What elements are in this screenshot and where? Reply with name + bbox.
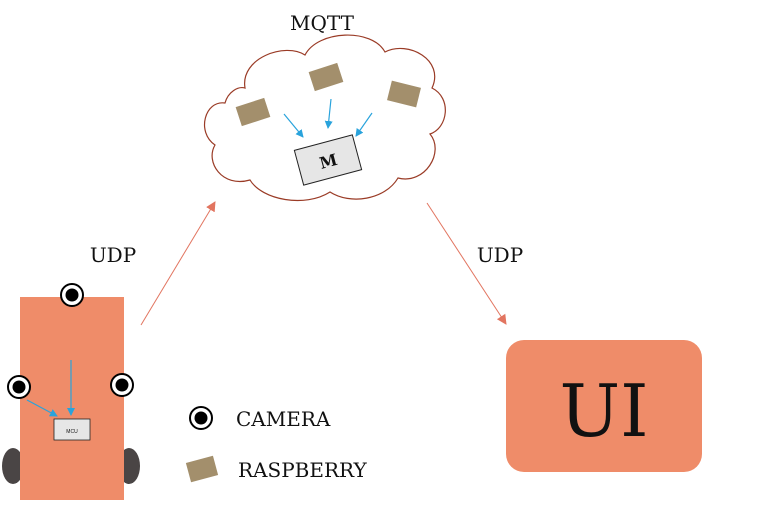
udp-arrow-robot-to-cloud xyxy=(140,201,216,326)
mqtt-label: MQTT xyxy=(290,11,355,35)
udp-arrow-cloud-to-ui xyxy=(426,202,507,325)
raspberry-node-right xyxy=(387,80,421,108)
ui-box xyxy=(506,340,702,472)
robot-vehicle: MCU xyxy=(2,283,140,500)
robot-body xyxy=(20,297,124,500)
legend: CAMERA RASPBERRY xyxy=(185,406,367,483)
camera-right xyxy=(110,373,134,397)
mcu-label: MCU xyxy=(66,429,78,435)
mqtt-broker: M xyxy=(293,134,363,186)
mcu-box xyxy=(53,418,91,441)
udp-label-left: UDP xyxy=(90,243,136,267)
legend-raspberry-icon xyxy=(185,455,219,483)
legend-camera-label: CAMERA xyxy=(236,407,331,431)
raspberry-node-left xyxy=(235,97,271,127)
udp-label-right: UDP xyxy=(477,243,523,267)
arrow-left-to-broker xyxy=(283,113,304,138)
wheel-left xyxy=(2,448,24,484)
camera-left xyxy=(7,375,31,399)
arrow-right-to-broker xyxy=(355,112,373,137)
legend-raspberry-label: RASPBERRY xyxy=(238,458,367,482)
arrow-center-to-broker xyxy=(324,98,333,129)
ui-label: UI xyxy=(559,369,648,453)
camera-top xyxy=(60,283,84,307)
arrow-camera-left-to-mcu xyxy=(26,399,58,417)
raspberry-node-center xyxy=(308,62,344,92)
legend-camera-icon xyxy=(189,406,213,430)
mqtt-cloud xyxy=(204,34,446,202)
broker-label: M xyxy=(317,150,339,173)
